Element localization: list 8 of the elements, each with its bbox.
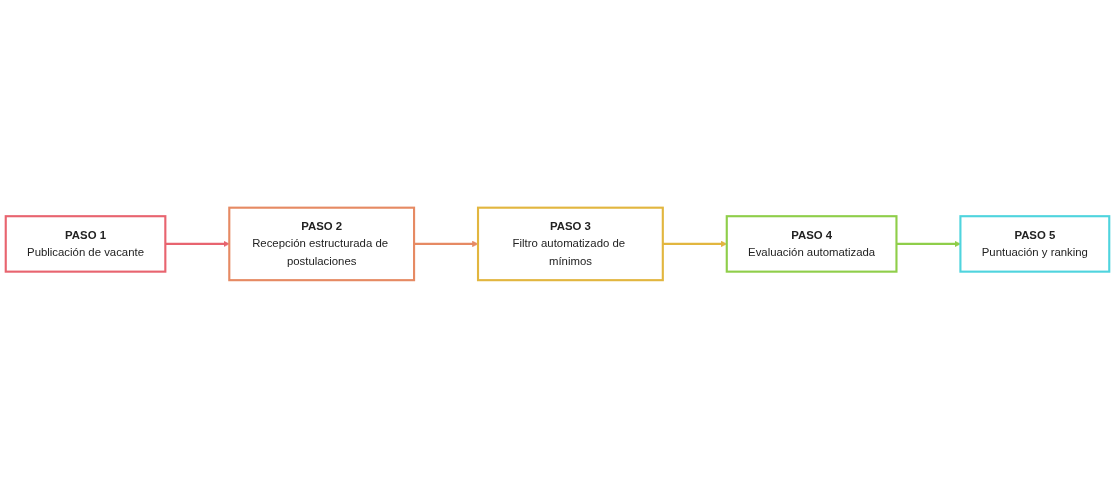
arrow <box>165 240 230 247</box>
node-box: PASO 4 Evaluación automatizada <box>725 214 898 273</box>
node-box: PASO 1 Publicación de vacante <box>4 214 167 273</box>
node-box: PASO 2 Recepción estructurada de postulaciones <box>228 206 416 281</box>
arrow <box>896 240 961 247</box>
arrow <box>414 240 479 247</box>
node-box: PASO 3 Filtro automatizado de mínimos <box>476 206 664 281</box>
node-box: PASO 5 Puntuación y ranking <box>959 214 1111 273</box>
